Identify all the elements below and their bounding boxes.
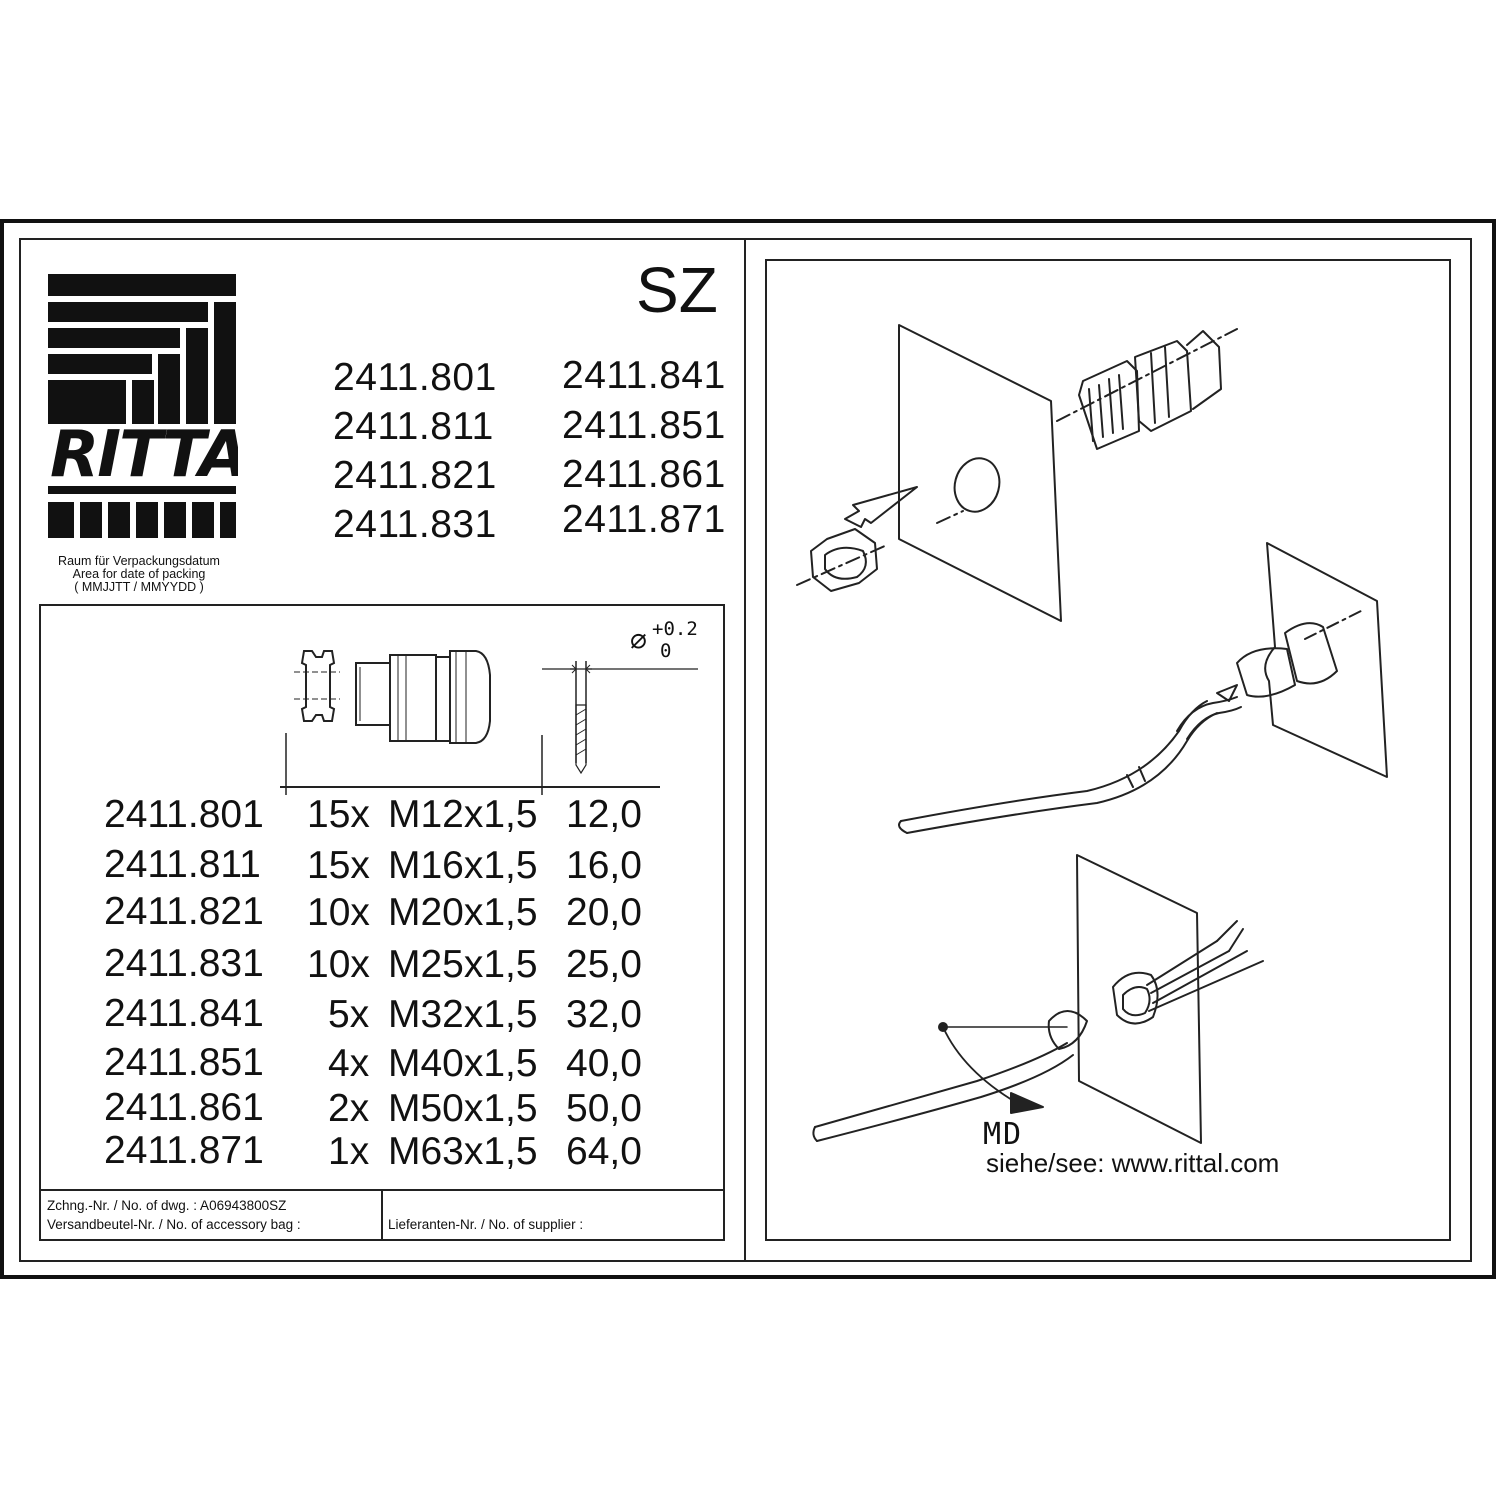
row-article: 2411.811 [104, 843, 261, 886]
row-diameter: 32,0 [566, 993, 642, 1036]
tolerance-upper: +0.2 [652, 618, 698, 640]
diameter-tolerance: ⌀ +0.2 0 [630, 618, 698, 662]
rittal-logo: RITTAL [48, 274, 238, 538]
table-header-drawings [280, 650, 698, 795]
row-article: 2411.821 [104, 890, 264, 933]
row-article: 2411.831 [104, 942, 264, 985]
row-article: 2411.801 [104, 793, 264, 836]
row-thread: M63x1,5 [388, 1130, 538, 1173]
assembly-illustration [796, 324, 1388, 1144]
packing-date-en: Area for date of packing [72, 567, 206, 581]
drawing-number: Zchng.-Nr. / No. of dwg. : A06943800SZ [47, 1198, 287, 1213]
row-diameter: 20,0 [566, 891, 642, 934]
cable-gland-icon [1078, 360, 1140, 450]
packing-date-format: ( MMJJTT / MMYYDD ) [74, 580, 204, 594]
cable-icon [900, 700, 1208, 822]
mounting-plate-1 [898, 324, 1062, 622]
diameter-symbol: ⌀ [630, 624, 647, 657]
article-code: 2411.831 [333, 503, 497, 546]
row-diameter: 12,0 [566, 793, 642, 836]
row-thread: M50x1,5 [388, 1087, 538, 1130]
row-quantity: 10x [307, 891, 370, 934]
accessory-bag-number: Versandbeutel-Nr. / No. of accessory bag… [47, 1217, 301, 1232]
lock-nut-icon [810, 528, 878, 592]
row-thread: M32x1,5 [388, 993, 538, 1036]
row-diameter: 64,0 [566, 1130, 642, 1173]
brand-name: RITTAL [50, 418, 238, 492]
row-article: 2411.861 [104, 1086, 264, 1129]
article-code: 2411.851 [562, 404, 726, 447]
assembly-panel [765, 259, 1451, 1241]
row-quantity: 5x [328, 993, 370, 1036]
row-thread: M20x1,5 [388, 891, 538, 934]
tolerance-lower: 0 [660, 640, 672, 662]
row-quantity: 15x [307, 844, 370, 887]
row-quantity: 2x [328, 1087, 370, 1130]
row-article: 2411.871 [104, 1129, 264, 1172]
row-article: 2411.851 [104, 1041, 264, 1084]
row-thread: M12x1,5 [388, 793, 538, 836]
packing-date-note: Raum für Verpackungsdatum Area for date … [39, 555, 239, 594]
insert-arrow-icon [844, 486, 918, 528]
mounting-plate-3 [1076, 854, 1202, 1144]
cable-3-icon [814, 1042, 1068, 1128]
inner-frame [19, 238, 1472, 1262]
installed-gland-icon [1112, 971, 1159, 1025]
row-quantity: 4x [328, 1042, 370, 1085]
spec-table-box [39, 604, 725, 1241]
row-thread: M25x1,5 [388, 943, 538, 986]
website-reference: siehe/see: www.rittal.com [986, 1148, 1280, 1178]
row-quantity: 15x [307, 793, 370, 836]
torque-arrow-icon [1010, 1092, 1044, 1114]
supplier-number: Lieferanten-Nr. / No. of supplier : [388, 1217, 584, 1232]
article-code: 2411.841 [562, 354, 726, 397]
cable-gland-mounted-icon [1284, 622, 1338, 685]
article-code: 2411.811 [333, 405, 494, 448]
packing-date-de: Raum für Verpackungsdatum [58, 554, 220, 568]
row-thread: M16x1,5 [388, 844, 538, 887]
row-quantity: 1x [328, 1130, 370, 1173]
mounting-plate-2 [1264, 542, 1388, 778]
row-article: 2411.841 [104, 992, 264, 1035]
footer-column-divider [381, 1190, 383, 1240]
torque-label: MD [983, 1117, 1024, 1152]
article-code: 2411.861 [562, 453, 726, 496]
row-quantity: 10x [307, 943, 370, 986]
row-diameter: 40,0 [566, 1042, 642, 1085]
row-diameter: 16,0 [566, 844, 642, 887]
article-code: 2411.871 [562, 498, 726, 541]
footer-separator [41, 1189, 723, 1191]
center-divider [744, 240, 746, 1260]
series-label: SZ [636, 254, 718, 326]
row-diameter: 25,0 [566, 943, 642, 986]
row-thread: M40x1,5 [388, 1042, 538, 1085]
outer-frame [0, 219, 1496, 1279]
article-code: 2411.821 [333, 454, 497, 497]
hole-icon [953, 457, 1001, 513]
row-diameter: 50,0 [566, 1087, 642, 1130]
article-code: 2411.801 [333, 356, 497, 399]
